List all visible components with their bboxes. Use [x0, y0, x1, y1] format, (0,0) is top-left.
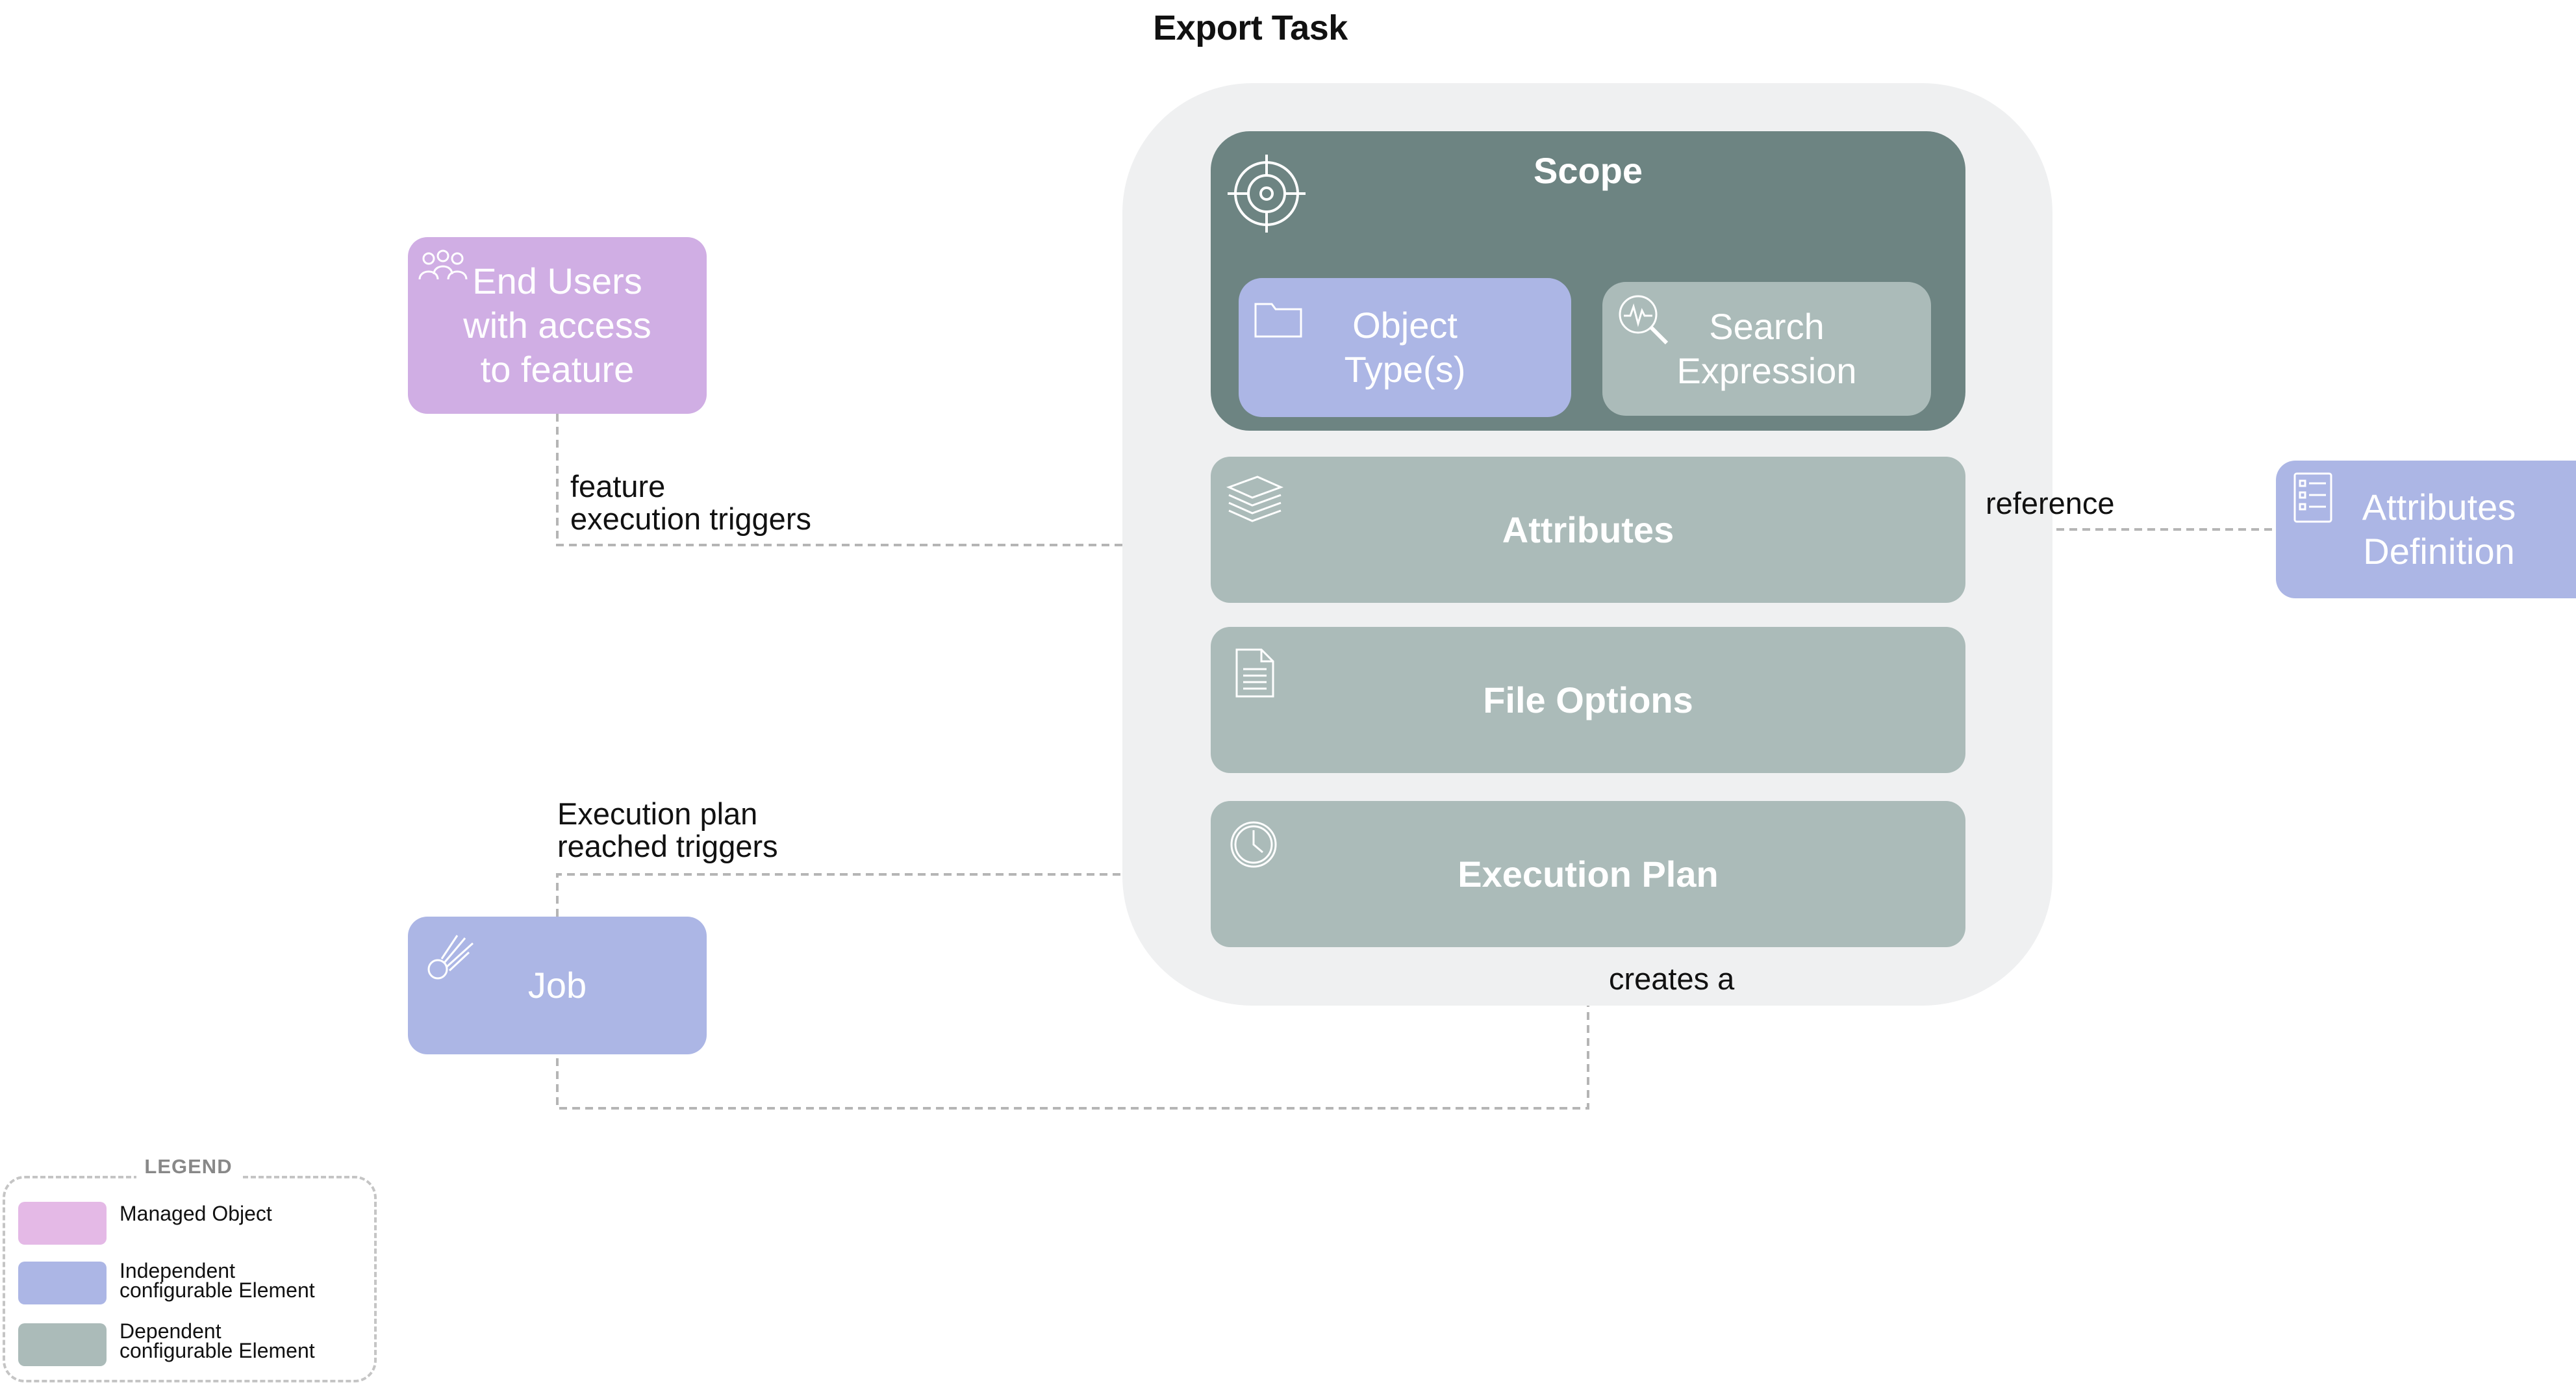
object-types-node[interactable]: Object Type(s)	[1239, 278, 1571, 417]
scope-title: Scope	[1533, 150, 1643, 191]
checklist-icon	[2293, 472, 2333, 524]
legend-label-managed: Managed Object	[120, 1202, 272, 1225]
reference-label: reference	[1986, 486, 2115, 520]
end-users-label: End Users with access to feature	[463, 260, 651, 390]
target-icon	[1226, 153, 1307, 234]
legend-swatch-managed	[18, 1202, 107, 1245]
layers-icon	[1226, 474, 1283, 525]
plan-triggers-label: Execution plan reached triggers	[557, 796, 778, 863]
search-expression-icon	[1616, 292, 1671, 347]
attributes-node[interactable]: Attributes	[1211, 457, 1965, 603]
search-expression-node[interactable]: Search Expression	[1602, 282, 1931, 416]
folder-icon	[1254, 298, 1303, 339]
job-label: Job	[527, 965, 587, 1006]
end-users-to-container-connector	[556, 414, 1122, 546]
object-types-label: Object Type(s)	[1344, 305, 1466, 390]
job-node[interactable]: Job	[408, 917, 707, 1054]
end-users-node[interactable]: End Users with access to feature	[408, 237, 707, 414]
document-icon	[1234, 647, 1276, 699]
legend-title: LEGEND	[136, 1154, 240, 1180]
feature-triggers-label: feature execution triggers	[570, 469, 811, 536]
users-icon	[416, 248, 470, 287]
attributes-definition-label: Attributes Definition	[2362, 487, 2516, 572]
attributes-label: Attributes	[1502, 509, 1674, 550]
execution-plan-to-job-connector	[556, 947, 1589, 1110]
job-to-execution-plan-connector	[556, 873, 1211, 917]
file-options-label: File Options	[1483, 680, 1693, 720]
comet-icon	[423, 930, 478, 985]
execution-plan-node[interactable]: Execution Plan	[1211, 801, 1965, 947]
file-options-node[interactable]: File Options	[1211, 627, 1965, 773]
attributes-definition-node[interactable]: Attributes Definition	[2276, 461, 2576, 598]
legend-label-independent: Independent configurable Element	[120, 1259, 315, 1302]
diagram-title: Export Task	[1153, 8, 1348, 47]
creates-label: creates a	[1609, 961, 1735, 996]
search-expression-label: Search Expression	[1676, 306, 1857, 391]
execution-plan-label: Execution Plan	[1458, 854, 1719, 895]
legend-label-dependent: Dependent configurable Element	[120, 1319, 315, 1362]
legend-swatch-independent	[18, 1262, 107, 1304]
legend-swatch-dependent	[18, 1323, 107, 1366]
clock-icon	[1229, 820, 1278, 869]
